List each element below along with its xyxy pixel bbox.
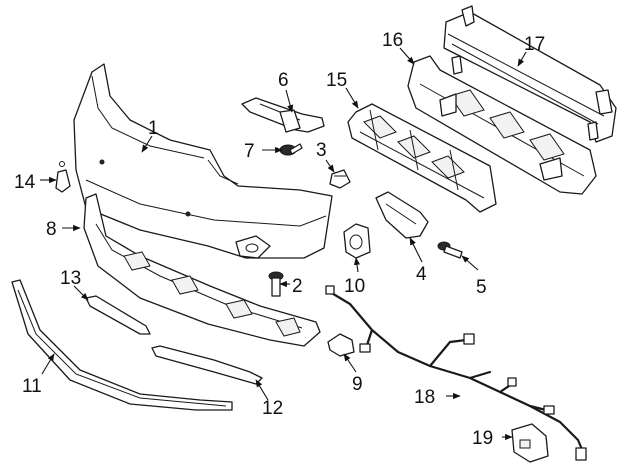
- part-1-bumper-cover: [73, 63, 333, 259]
- part-17-reinforcement-bar: [443, 5, 617, 143]
- part-11-lower-trim: [11, 279, 233, 411]
- part-13-molding: [85, 295, 151, 335]
- callout-15: 15: [326, 70, 347, 91]
- part-15-center-bracket: [347, 103, 497, 213]
- part-8-lower-valance: [83, 193, 321, 347]
- callout-2: 2: [292, 276, 303, 297]
- part-9-clip: [327, 333, 355, 357]
- part-10-sensor: [343, 223, 371, 259]
- part-4-bracket: [375, 191, 429, 239]
- callout-18: 18: [414, 387, 435, 408]
- callout-3: 3: [316, 140, 327, 161]
- part-19-mounting-bracket: [511, 423, 549, 463]
- callout-8: 8: [46, 219, 57, 240]
- callout-4: 4: [416, 264, 427, 285]
- callout-5: 5: [476, 277, 487, 298]
- part-18-wiring-harness: [325, 285, 587, 461]
- part-3-clip: [329, 169, 351, 189]
- part-12-trim: [151, 345, 263, 385]
- part-14-cap: [55, 161, 71, 193]
- callout-19: 19: [472, 428, 493, 449]
- part-5-bolt: [437, 241, 463, 259]
- callout-14: 14: [14, 172, 36, 193]
- callout-12: 12: [262, 398, 283, 419]
- callout-10: 10: [344, 276, 365, 297]
- callout-11: 11: [22, 376, 42, 397]
- callout-17: 17: [524, 34, 545, 55]
- callout-1: 1: [148, 118, 159, 139]
- callout-16: 16: [382, 30, 403, 51]
- part-2-bolt: [268, 271, 284, 297]
- callout-6: 6: [278, 70, 289, 91]
- callout-9: 9: [352, 374, 363, 395]
- callout-13: 13: [60, 268, 81, 289]
- callout-7: 7: [244, 141, 255, 162]
- part-6-side-bracket: [241, 97, 325, 133]
- leader-lines: [40, 47, 527, 441]
- part-16-energy-absorber: [407, 55, 597, 195]
- part-7-screw: [279, 143, 303, 156]
